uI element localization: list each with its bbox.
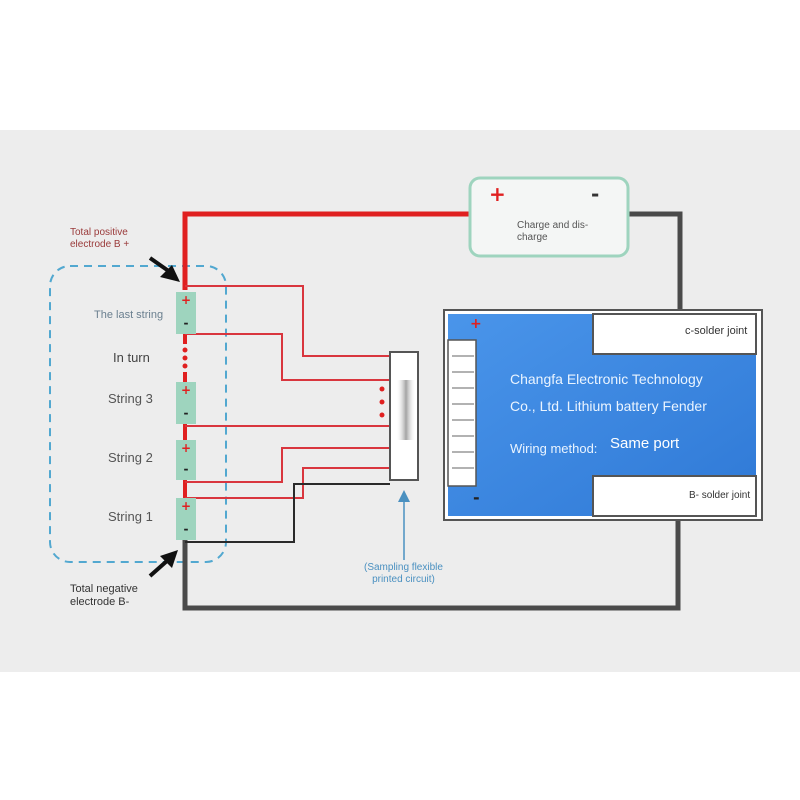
positive-main-wire — [182, 211, 486, 290]
in-turn-dot — [182, 347, 188, 353]
positive-pointer-arrow — [148, 256, 172, 274]
sense-ellipsis-dot — [379, 412, 385, 418]
sampling-connector-shade — [396, 380, 416, 440]
pcb-wiring-value: Same port — [610, 435, 680, 452]
in-turn-dot — [182, 355, 188, 361]
total-negative-label: Total negative electrode B- — [70, 583, 138, 608]
charger-minus-sign: - — [591, 182, 600, 206]
sense-wire-1 — [185, 285, 390, 357]
negative-pointer-arrow-head — [160, 550, 178, 568]
cell-last-string — [176, 292, 196, 334]
battery-pack-outline — [49, 265, 227, 563]
sampling-label: (Sampling flexible printed circuit) — [364, 562, 443, 585]
b-solder-joint-pad — [592, 475, 757, 517]
in-turn-dot — [182, 363, 188, 369]
cell-1-minus: - — [183, 522, 189, 536]
cell-string-3 — [176, 382, 196, 424]
pcb-wiring-label: Wiring method: — [510, 441, 598, 456]
positive-pointer-arrow-head — [160, 265, 180, 282]
sense-wire-2 — [185, 333, 390, 381]
cell-2-minus: - — [183, 462, 189, 476]
c-solder-joint-label: c-solder joint — [685, 325, 748, 337]
string-2-label: String 2 — [108, 450, 153, 465]
b-solder-joint-label: B- solder joint — [689, 490, 751, 501]
charger-box — [468, 176, 630, 258]
sampling-arrow-head — [398, 490, 410, 502]
cell-last-plus: + — [180, 293, 192, 307]
board-socket — [447, 339, 477, 487]
pcb-plus-sign: + — [470, 316, 482, 332]
negative-pointer-arrow — [148, 558, 170, 578]
charger-plus-sign: + — [489, 182, 506, 206]
total-positive-label: Total positive electrode B + — [70, 227, 130, 250]
cell-last-minus: - — [183, 316, 189, 330]
cell-2-plus: + — [180, 441, 192, 455]
string-1-label: String 1 — [108, 509, 153, 524]
charger-negative-wire — [607, 211, 683, 338]
board-socket-pins — [452, 355, 474, 469]
negative-main-wire — [182, 494, 681, 611]
cell-1-plus: + — [180, 499, 192, 513]
string-3-label: String 3 — [108, 391, 153, 406]
cell-3-minus: - — [183, 406, 189, 420]
last-string-label: The last string — [94, 309, 164, 321]
pcb-minus-sign: - — [473, 488, 480, 507]
pcb-company-line1: Changfa Electronic Technology — [510, 371, 703, 387]
cell-string-1 — [176, 498, 196, 540]
sense-wire-4 — [185, 447, 390, 483]
sense-wire-neg — [185, 483, 390, 543]
pcb-company-line2: Co., Ltd. Lithium battery Fender — [510, 398, 707, 414]
c-solder-joint-pad — [592, 313, 757, 355]
sense-ellipsis-dot — [379, 399, 385, 405]
in-turn-label: In turn — [113, 350, 150, 365]
cell-3-plus: + — [180, 383, 192, 397]
cell-string-2 — [176, 440, 196, 480]
charger-label: Charge and dis- charge — [517, 220, 589, 243]
sense-ellipsis-dot — [379, 386, 385, 392]
